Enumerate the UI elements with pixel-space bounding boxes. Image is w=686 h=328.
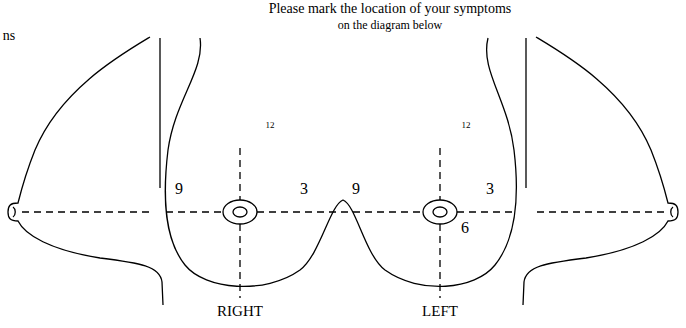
clock-number: 12 [462,120,471,130]
right-side-profile [8,37,163,305]
text-anchor: 3 [486,180,494,198]
text-anchor: 3 [300,180,308,198]
nipple [423,200,457,224]
quadrant-lines [166,148,517,298]
text-anchor: on the diagram below [338,19,442,33]
nipple [233,207,247,217]
side-label: LEFT [422,303,458,320]
cut-off-text: ns [3,28,15,44]
form-title: Please mark the location of your symptom… [269,1,512,17]
text-anchor: 12 [462,120,471,130]
clock-number: 3 [300,180,308,198]
instruction-text: on the diagram below [338,19,442,33]
clock-number: 9 [175,180,183,198]
text-anchor: 6 [461,219,469,237]
text-anchor: LEFT [422,303,458,320]
text-anchor: ns [3,28,15,44]
clock-number: 3 [486,180,494,198]
text-anchor: RIGHT [217,303,263,320]
nipple [433,207,447,217]
clock-number: 12 [266,120,275,130]
nipple [223,200,257,224]
clock-number: 9 [352,180,360,198]
text-anchor: Please mark the location of your symptom… [269,1,512,17]
side-label: RIGHT [217,303,263,320]
text-anchor: 9 [352,180,360,198]
text-anchor: 12 [266,120,275,130]
text-anchor: 9 [175,180,183,198]
front-outline [165,38,516,286]
clock-number: 6 [461,219,469,237]
left-side-profile [523,37,678,305]
